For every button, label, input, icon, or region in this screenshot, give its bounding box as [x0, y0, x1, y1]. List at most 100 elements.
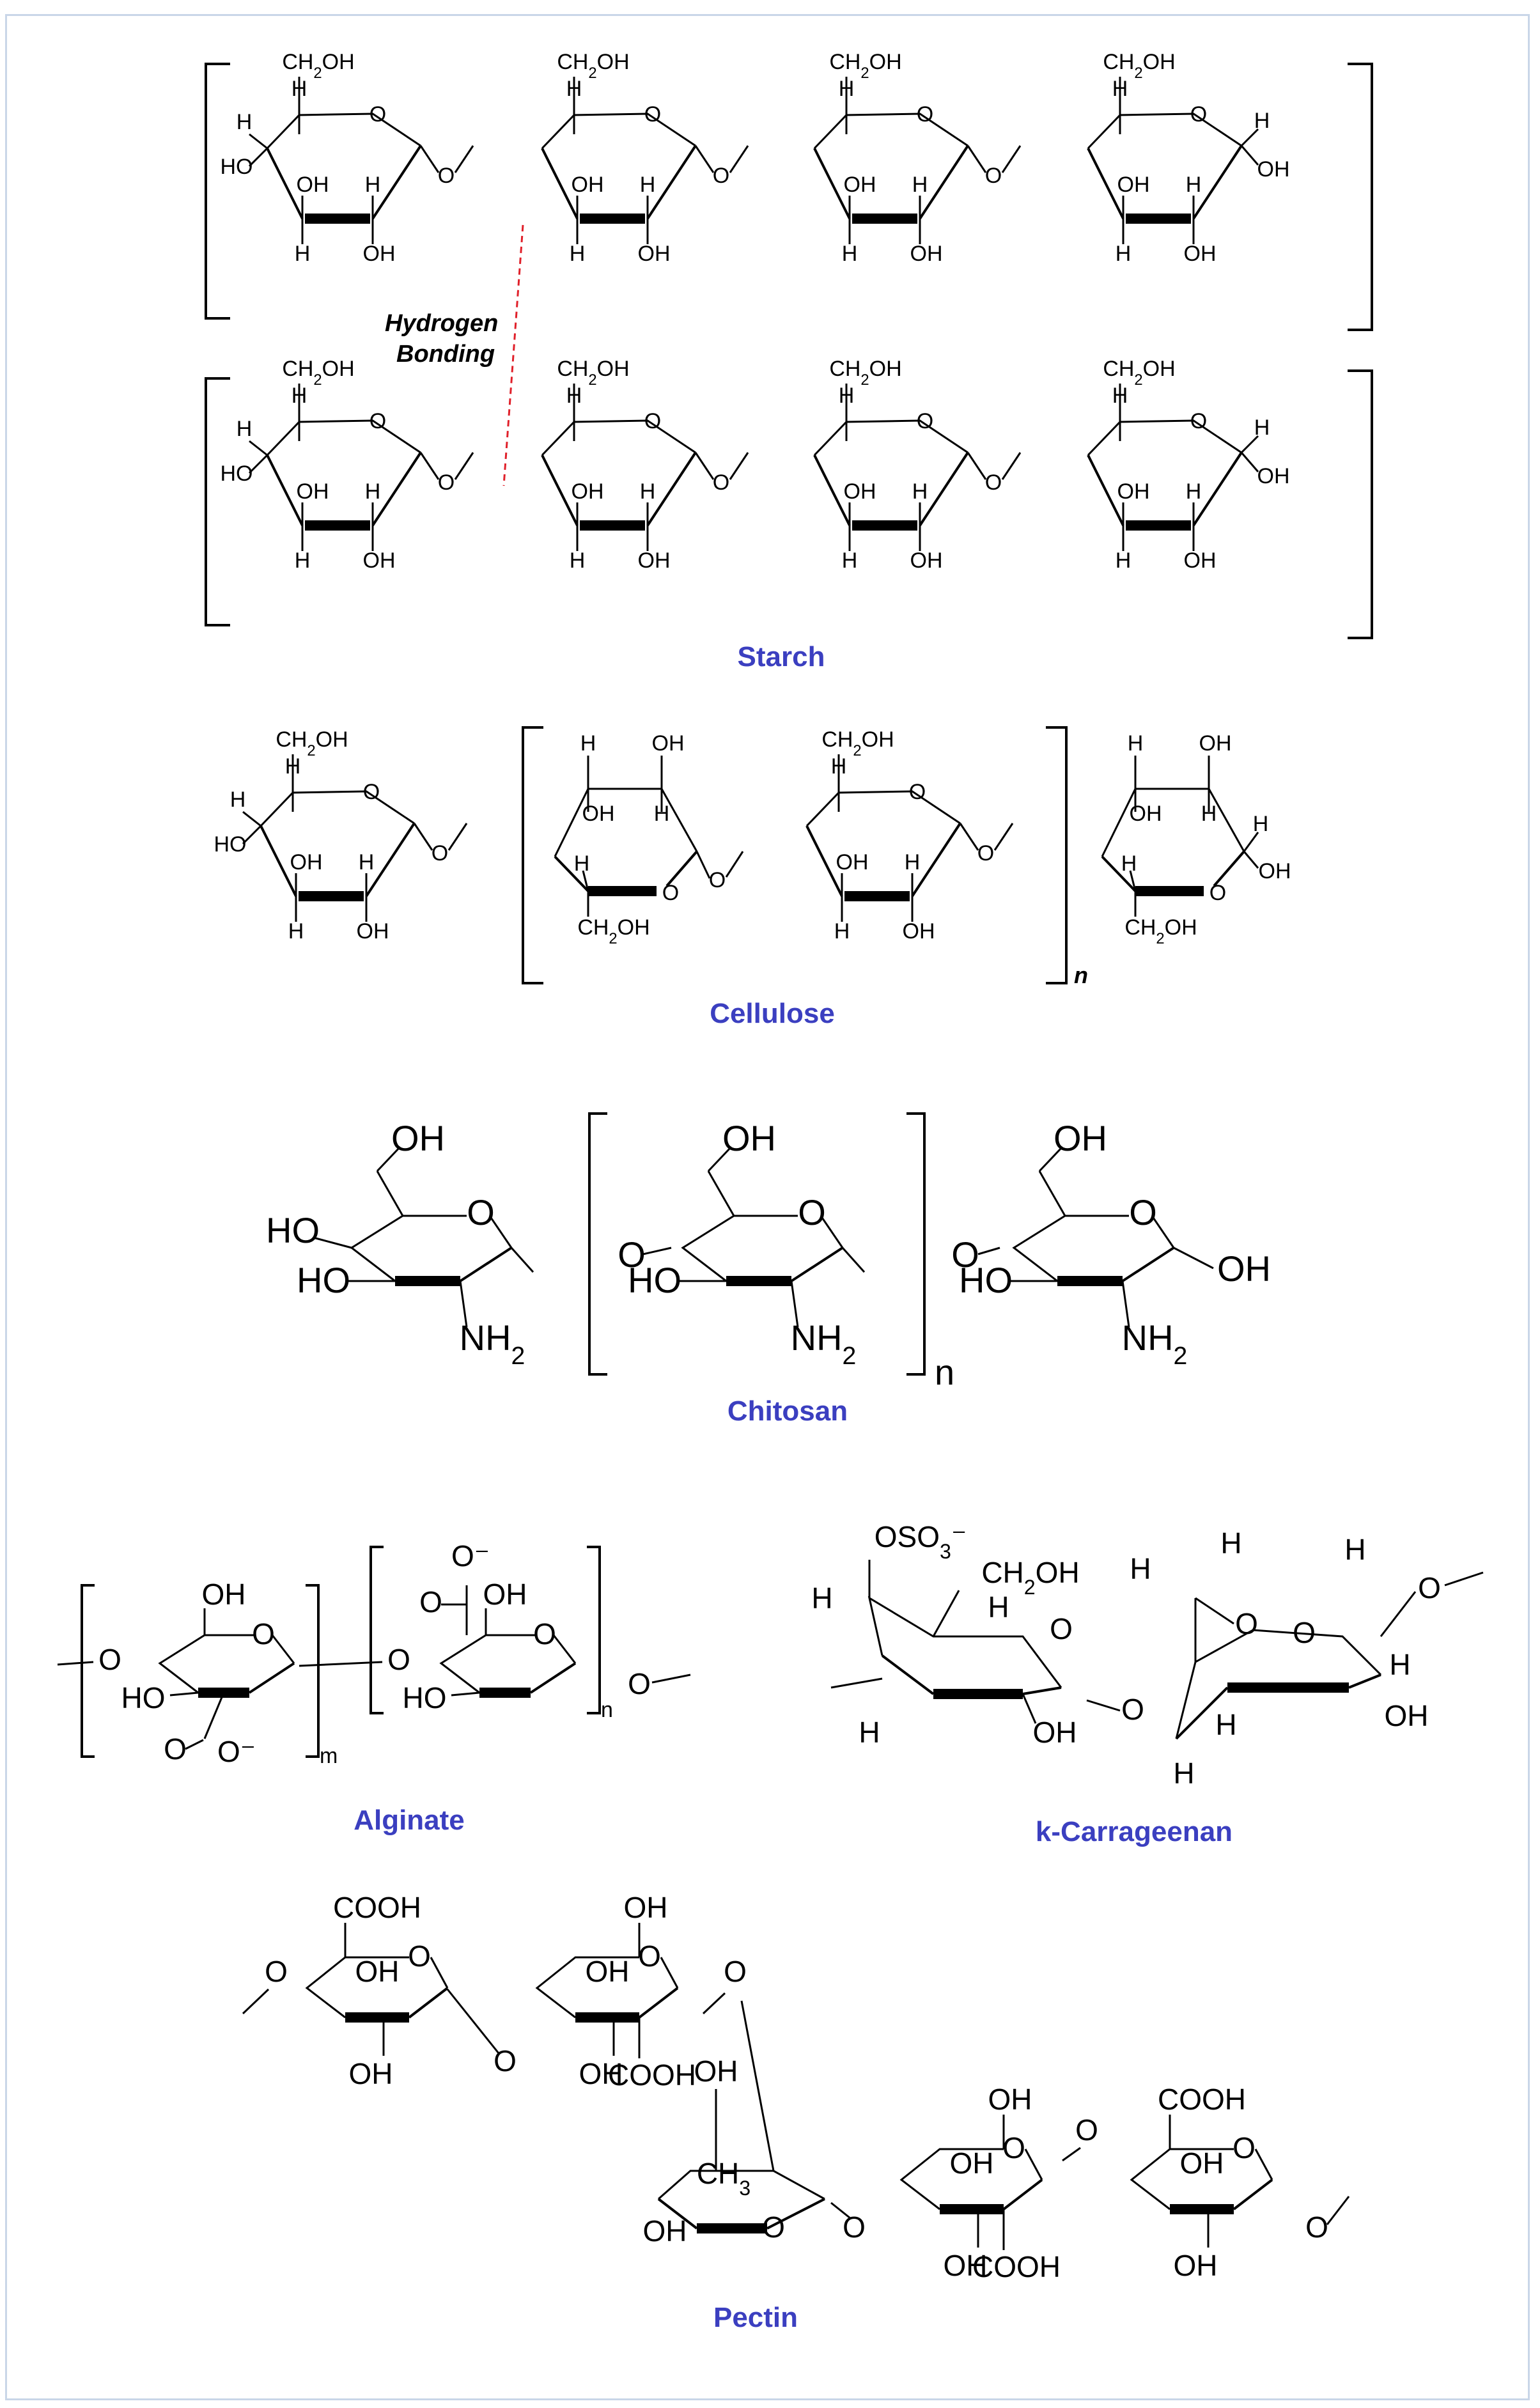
oh-bond: [248, 147, 268, 167]
h-label: H: [905, 850, 921, 874]
h-label: H: [654, 802, 670, 826]
starch-structure: OCH2OHHHHOOHHHOHOOCH2OHHOHHHOHOOCH2OHHOH…: [205, 50, 1373, 672]
ch2oh-label: CH2OH: [981, 1556, 1079, 1599]
glycosidic-bond: [696, 851, 711, 879]
h-label: H: [566, 384, 582, 408]
ring-bond: [1233, 2179, 1273, 2210]
oh-label: OH: [903, 919, 935, 944]
h-label: H: [285, 754, 301, 779]
ch2oh-label: CH2OH: [1124, 915, 1197, 947]
glycosidic-bond: [694, 145, 715, 173]
oh-bond: [242, 825, 262, 845]
ring-bond: [638, 1987, 679, 2019]
oh-label: OH: [391, 1118, 445, 1158]
glycosidic-bond: [694, 452, 715, 480]
ring-oxygen: O: [408, 1939, 431, 1973]
ch2oh-bond: [707, 1146, 733, 1172]
ring-bonds-back: [813, 419, 968, 456]
oh-label: OH: [910, 548, 943, 573]
oh-label: OH: [844, 173, 876, 197]
ring-oxygen: O: [644, 409, 661, 433]
ring-oxygen: O: [662, 881, 679, 905]
ch2oh-label: CH2OH: [282, 50, 354, 82]
glycosidic-oxygen: O: [713, 164, 729, 188]
ring-oxygen: O: [1050, 1612, 1073, 1645]
oh-bond: [1240, 452, 1259, 472]
terminal-oxygen: O: [628, 1667, 651, 1700]
ch2oh-bond: [707, 1170, 735, 1216]
ring-bond: [660, 1957, 679, 1989]
glycosidic-bond: [1086, 1699, 1121, 1712]
glycosidic-oxygen: O: [977, 841, 994, 866]
terminal-bond: [1444, 1571, 1484, 1587]
nh2-label: NH2: [1122, 1317, 1188, 1370]
ring-oxygen: O: [1233, 2131, 1256, 2164]
h-label: H: [988, 1590, 1009, 1624]
h-label: H: [831, 754, 847, 779]
ring-bond: [1175, 1686, 1229, 1740]
ring-bond-side: [365, 822, 416, 897]
ch2oh-label: CH2OH: [577, 915, 649, 947]
oh-label: OH: [950, 2147, 994, 2180]
h-bond: [249, 133, 268, 150]
glycosidic-bond: [1001, 452, 1022, 480]
chair-bonds: [1012, 1215, 1129, 1282]
h-label: H: [1130, 1552, 1151, 1585]
chair-bond: [790, 1247, 844, 1282]
terminal-oxygen: O: [1418, 1571, 1441, 1604]
cellulose-bracket-right: [1046, 726, 1068, 984]
terminal-bond: [651, 1674, 691, 1684]
cooh-label: COOH: [1158, 2083, 1246, 2116]
ring-bond-side: [541, 454, 579, 526]
ring-bond: [657, 2198, 698, 2230]
ring-oxygen: O: [363, 780, 380, 804]
starch-bracket-left-top: [205, 63, 230, 320]
h-label: H: [1186, 479, 1202, 504]
cooh-label: COOH: [972, 2250, 1061, 2283]
ring-oxygen: O: [917, 409, 933, 433]
oh-label: OH: [1054, 1118, 1107, 1158]
h-bond: [1240, 435, 1259, 454]
ch2oh-bond: [376, 1146, 401, 1172]
ring-bond: [1022, 1686, 1062, 1695]
ring-bond-side: [805, 825, 843, 897]
ring-bond-side: [1192, 451, 1243, 527]
chair-bond: [820, 1215, 844, 1248]
ring-oxygen: O: [1190, 102, 1207, 127]
starch-bracket-left-bottom: [205, 377, 230, 626]
ring-bond-side: [1087, 148, 1124, 219]
oh-label: OH: [694, 2055, 738, 2088]
ring-bonds-back: [541, 113, 696, 150]
h-label: H: [230, 788, 246, 812]
ring-bonds: [305, 1956, 409, 2019]
glycosidic-bond: [959, 823, 979, 851]
nh2-bond: [1121, 1280, 1130, 1328]
oh-label: OH: [643, 2214, 687, 2248]
oh-label: OH: [363, 548, 396, 573]
glycosidic-oxygen: O: [438, 470, 455, 495]
h-label: H: [237, 110, 253, 134]
hydrogen-bond-line: [502, 224, 524, 486]
ch2oh-label: CH2OH: [557, 357, 629, 389]
h-label: H: [1112, 384, 1128, 408]
ring-bonds: [867, 1596, 1062, 1688]
alginate-bracket-m-left: [81, 1584, 95, 1758]
oh-label: OH: [579, 2057, 623, 2090]
oh-label: OH: [988, 2083, 1032, 2116]
glycosidic-oxygen: O: [438, 164, 455, 188]
ch2oh-label: CH2OH: [829, 357, 901, 389]
ch2oh-label: CH2OH: [1103, 50, 1175, 82]
